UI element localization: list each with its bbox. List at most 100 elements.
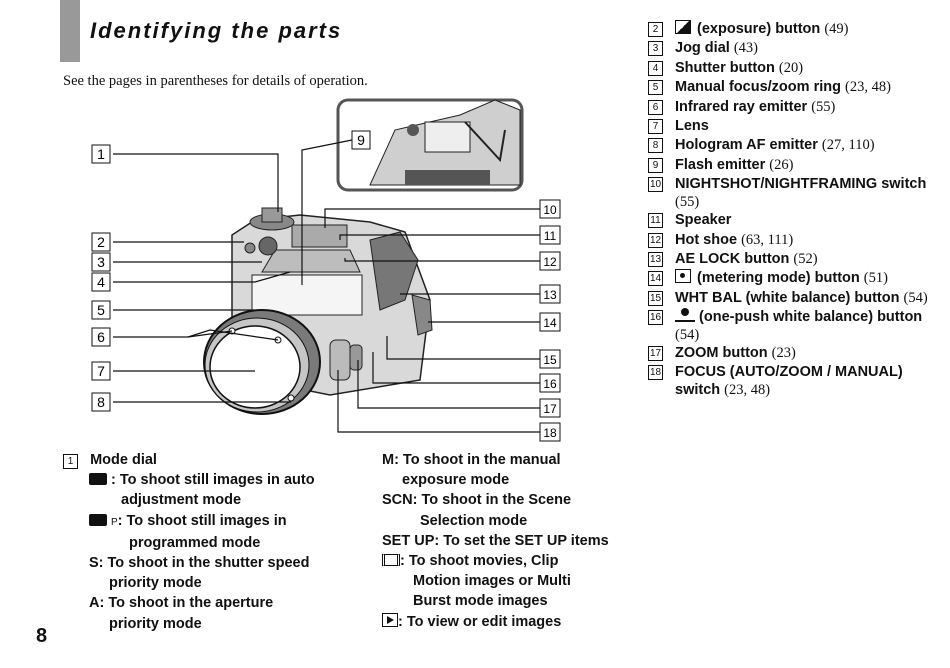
legend-label: AE LOCK button — [675, 250, 790, 267]
legend-label: FOCUS (AUTO/ZOOM / MANUAL) switch — [675, 364, 903, 399]
legend-pages: (27, 110) — [821, 137, 875, 154]
exposure-icon — [675, 20, 691, 34]
legend-number: 8 — [648, 138, 663, 154]
legend-number: 16 — [648, 310, 663, 326]
mode-dial-description: 1 Mode dial : To shoot still images in a… — [63, 450, 363, 634]
callout-3: 3 — [91, 252, 111, 272]
legend-number: 11 — [648, 213, 663, 229]
callout-2: 2 — [91, 232, 111, 252]
legend-number: 4 — [648, 60, 663, 76]
legend-label: Manual focus/zoom ring — [675, 79, 841, 96]
camera-p-icon — [89, 513, 107, 526]
svg-text:6: 6 — [97, 329, 105, 345]
page-number: 8 — [36, 625, 48, 647]
legend-pages: (23, 48) — [844, 79, 891, 96]
legend-number: 2 — [648, 22, 663, 37]
svg-text:11: 11 — [544, 229, 557, 243]
legend-number: 6 — [648, 99, 663, 115]
legend-pages: (23, 48) — [724, 382, 771, 399]
legend-number: 15 — [648, 290, 663, 306]
callout-1: 1 — [91, 144, 111, 164]
callout-12: 12 — [539, 251, 561, 271]
legend-item: 13 AE LOCK button (52) — [648, 250, 938, 269]
mode-dial-description-cont: M: To shoot in the manual exposure mode … — [382, 450, 642, 632]
legend-item: 15 WHT BAL (white balance) button (54) — [648, 289, 938, 308]
legend-pages: (54) — [903, 289, 928, 306]
legend-pages: (20) — [778, 59, 804, 76]
callout-9: 9 — [351, 130, 371, 150]
one-push-wb-icon — [675, 308, 695, 323]
play-icon — [382, 612, 398, 627]
legend-number: 5 — [648, 80, 663, 96]
legend-label: Hologram AF emitter — [675, 137, 818, 154]
callout-7: 7 — [91, 361, 111, 381]
legend-label: (one-push white balance) button — [699, 309, 923, 326]
callout-15: 15 — [539, 349, 561, 369]
legend-item: 14 (metering mode) button (51) — [648, 269, 938, 288]
legend-label: Hot shoe — [675, 231, 738, 248]
svg-text:7: 7 — [97, 363, 105, 379]
legend-label: Shutter button — [675, 59, 775, 76]
legend-item: 16 (one-push white balance) button (54) — [648, 308, 938, 344]
callout-11: 11 — [539, 225, 561, 245]
legend-number: 10 — [648, 177, 663, 193]
callout-14: 14 — [539, 312, 561, 332]
svg-text:10: 10 — [543, 203, 557, 217]
svg-text:1: 1 — [97, 146, 105, 162]
svg-text:14: 14 — [543, 316, 557, 330]
callout-4: 4 — [91, 272, 111, 292]
legend-item: 5 Manual focus/zoom ring (23, 48) — [648, 78, 938, 97]
mode-play-text: : To view or edit images — [398, 613, 562, 630]
mode-a-text-2: priority mode — [109, 615, 202, 632]
legend-label: WHT BAL (white balance) button — [675, 289, 900, 306]
svg-text:3: 3 — [97, 254, 105, 270]
legend-item: 12 Hot shoe (63, 111) — [648, 231, 938, 250]
legend-label: ZOOM button — [675, 345, 768, 362]
callout-17: 17 — [539, 398, 561, 418]
mode-dial-heading: Mode dial — [90, 452, 157, 468]
legend-number: 12 — [648, 232, 663, 248]
callout-boxes: 1 2 3 4 5 6 7 8 9 10 11 12 13 14 15 16 1… — [91, 130, 561, 442]
legend-pages: (51) — [863, 270, 888, 287]
flash-inset-drawing — [369, 99, 521, 186]
mode-movie-text: : To shoot movies, Clip — [400, 553, 559, 570]
legend-number: 7 — [648, 118, 663, 134]
mode-movie-text-3: Burst mode images — [413, 593, 548, 610]
callout-8: 8 — [91, 392, 111, 412]
svg-text:18: 18 — [543, 426, 557, 440]
legend-pages: (26) — [769, 156, 794, 173]
page-title: Identifying the parts — [90, 18, 343, 43]
legend-number: 13 — [648, 251, 663, 267]
svg-text:13: 13 — [543, 288, 557, 302]
legend-item: 2 (exposure) button (49) — [648, 20, 938, 39]
mode-program-text: : To shoot still images in — [117, 512, 287, 529]
svg-text:4: 4 — [97, 274, 105, 290]
camera-icon — [89, 473, 107, 486]
legend-pages: (52) — [793, 250, 818, 267]
mode-m-text-2: exposure mode — [402, 472, 510, 489]
callout-18: 18 — [539, 422, 561, 442]
callout-5: 5 — [91, 300, 111, 320]
callout-16: 16 — [539, 373, 561, 393]
mode-m-text: M: To shoot in the manual — [382, 452, 561, 468]
title-accent-bar — [60, 0, 80, 62]
callout-10: 10 — [539, 199, 561, 219]
legend-pages: (63, 111) — [741, 231, 794, 248]
legend-number: 9 — [648, 157, 663, 173]
legend-item: 4 Shutter button (20) — [648, 59, 938, 78]
svg-text:17: 17 — [543, 402, 557, 416]
svg-text:8: 8 — [97, 394, 105, 410]
metering-icon — [675, 269, 691, 284]
legend-number: 14 — [648, 271, 663, 287]
svg-text:16: 16 — [543, 377, 557, 391]
mode-auto-text: : To shoot still images in auto — [111, 472, 315, 489]
legend-label: Lens — [675, 117, 709, 134]
svg-text:5: 5 — [97, 302, 105, 318]
mode-s-text-2: priority mode — [109, 575, 202, 592]
legend-label: Infrared ray emitter — [675, 98, 808, 115]
